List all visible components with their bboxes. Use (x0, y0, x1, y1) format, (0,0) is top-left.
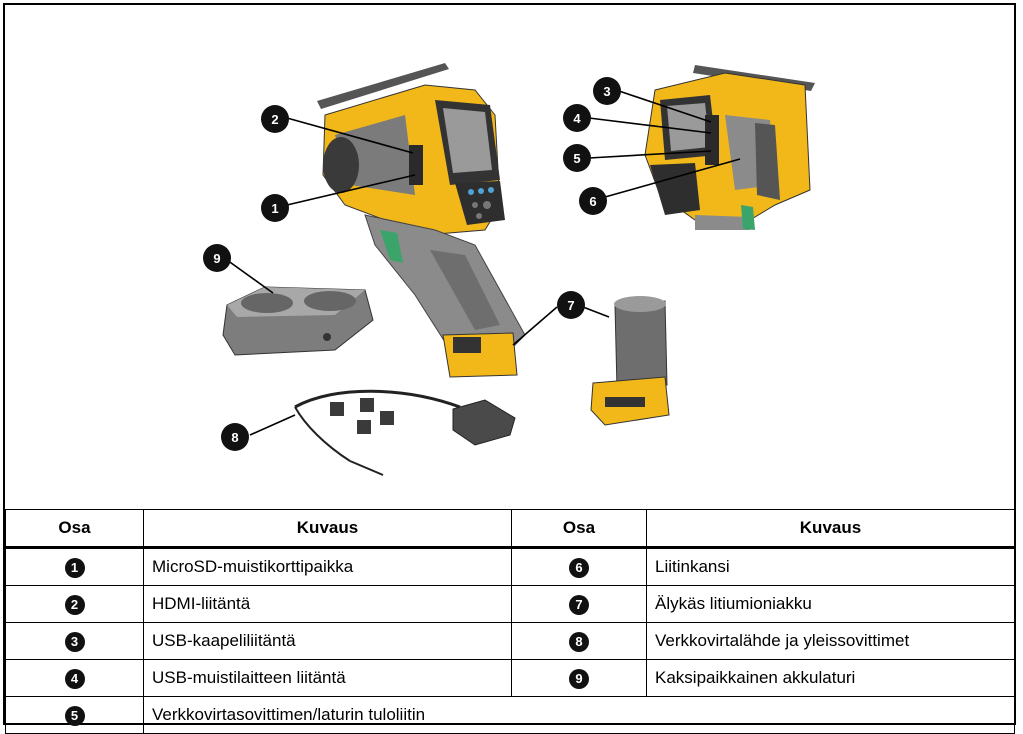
callout-8: 8 (221, 423, 249, 451)
svg-text:7: 7 (567, 298, 574, 313)
part-description-cell: Kaksipaikkainen akkulaturi (646, 659, 1015, 697)
column-header-part: Osa (5, 509, 144, 549)
callout-6: 6 (579, 187, 607, 215)
callout-5: 5 (563, 144, 591, 172)
part-description-cell: Verkkovirtalähde ja yleissovittimet (646, 622, 1015, 660)
part-description-cell: HDMI-liitäntä (143, 585, 512, 623)
part-number-badge: 9 (569, 668, 589, 689)
part-number-badge: 4 (64, 668, 85, 689)
callout-9: 9 (203, 244, 231, 272)
part-number-cell: 3 (5, 622, 144, 660)
table-row: 5 Verkkovirtasovittimen/laturin tuloliit… (5, 696, 1015, 734)
power-supply-illustration (294, 389, 516, 476)
smart-battery-illustration (590, 296, 670, 426)
part-number-cell: 1 (5, 547, 144, 586)
table-row: 2 HDMI-liitäntä 7 Älykäs litiumioniakku (5, 585, 1015, 623)
table-row: 4 USB-muistilaitteen liitäntä 9 Kaksipai… (5, 659, 1015, 697)
callout-4: 4 (563, 104, 591, 132)
part-number-cell: 5 (5, 696, 144, 734)
callout-1: 1 (261, 194, 289, 222)
table-row: 1 MicroSD-muistikorttipaikka 6 Liitinkan… (5, 547, 1015, 586)
part-description-cell: USB-kaapeliliitäntä (143, 622, 512, 660)
part-number-cell: 7 (511, 585, 647, 623)
document-frame: 1 2 3 4 5 6 7 8 9 Osa Kuvaus Osa Kuvaus … (3, 3, 1016, 734)
svg-text:2: 2 (271, 112, 278, 127)
callout-leaders (226, 90, 741, 436)
thermal-camera-side-illustration (644, 65, 815, 230)
part-number-badge: 2 (64, 594, 85, 615)
part-number-cell: 9 (511, 659, 647, 697)
part-description-cell: USB-muistilaitteen liitäntä (143, 659, 512, 697)
svg-text:5: 5 (573, 151, 580, 166)
part-number-badge: 1 (64, 557, 85, 578)
part-number-cell: 2 (5, 585, 144, 623)
thermal-camera-front-illustration (317, 63, 526, 378)
svg-text:1: 1 (271, 201, 278, 216)
parts-table: Osa Kuvaus Osa Kuvaus 1 MicroSD-muistiko… (5, 509, 1015, 734)
svg-text:4: 4 (573, 111, 581, 126)
table-row: 3 USB-kaapeliliitäntä 8 Verkkovirtalähde… (5, 622, 1015, 660)
dual-bay-charger-illustration (222, 286, 374, 356)
callout-3: 3 (593, 77, 621, 105)
part-number-badge: 6 (569, 557, 589, 578)
callout-7: 7 (557, 291, 585, 319)
svg-text:9: 9 (213, 251, 220, 266)
product-illustration: 1 2 3 4 5 6 7 8 9 (203, 63, 815, 476)
part-description-cell: MicroSD-muistikorttipaikka (143, 547, 512, 586)
part-number-badge: 5 (64, 705, 85, 726)
part-number-badge: 8 (569, 631, 589, 652)
part-number-badge: 7 (569, 594, 589, 615)
part-number-cell: 8 (511, 622, 647, 660)
svg-text:3: 3 (603, 84, 610, 99)
part-number-cell: 6 (511, 547, 647, 586)
callout-2: 2 (261, 105, 289, 133)
column-header-description: Kuvaus (646, 509, 1015, 549)
part-description-cell: Verkkovirtasovittimen/laturin tuloliitin (143, 696, 1015, 734)
part-number-badge: 3 (64, 631, 85, 652)
svg-text:6: 6 (589, 194, 596, 209)
column-header-part: Osa (511, 509, 647, 549)
svg-text:8: 8 (231, 430, 238, 445)
part-description-cell: Älykäs litiumioniakku (646, 585, 1015, 623)
part-description-cell: Liitinkansi (646, 547, 1015, 586)
column-header-description: Kuvaus (143, 509, 512, 549)
table-header-row: Osa Kuvaus Osa Kuvaus (5, 509, 1015, 549)
part-number-cell: 4 (5, 659, 144, 697)
